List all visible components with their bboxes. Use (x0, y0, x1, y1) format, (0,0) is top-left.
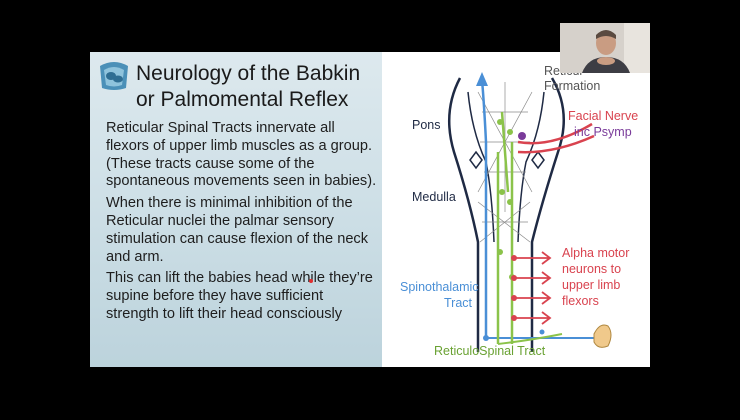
slide-title: Neurology of the Babkin or Palmomental R… (136, 61, 376, 113)
presenter-video-icon (560, 23, 650, 73)
slide-text-panel: Neurology of the Babkin or Palmomental R… (90, 52, 382, 367)
label-pons: Pons (412, 118, 441, 132)
palm-icon (594, 325, 611, 347)
label-alpha-2: neurons to (562, 262, 621, 276)
laser-pointer-dot (309, 279, 313, 283)
label-spinothalamic-2: Tract (444, 296, 472, 310)
brainstem-diagram-svg (382, 52, 650, 367)
label-medulla: Medulla (412, 190, 456, 204)
neuro-diagram: Reticul Formation Pons Medulla Facial Ne… (382, 52, 650, 367)
label-alpha-3: upper limb (562, 278, 620, 292)
bullet-2: When there is minimal inhibition of the … (106, 195, 378, 266)
label-psymp: inc Psymp (574, 125, 632, 139)
presenter-webcam (560, 23, 650, 73)
baby-ultrasound-logo-icon (96, 58, 132, 94)
label-alpha-1: Alpha motor (562, 246, 629, 260)
bullet-3: This can lift the babies head while they… (106, 270, 378, 323)
slide-bullets: Reticular Spinal Tracts innervate all fl… (106, 120, 378, 328)
label-facial-nerve: Facial Nerve (568, 109, 638, 123)
presentation-slide: Neurology of the Babkin or Palmomental R… (90, 52, 650, 367)
label-alpha-4: flexors (562, 294, 599, 308)
bullet-1: Reticular Spinal Tracts innervate all fl… (106, 120, 378, 191)
label-reticular-formation-2: Formation (544, 79, 600, 93)
label-spinothalamic-1: Spinothalamic (400, 280, 479, 294)
label-reticulospinal: ReticuloSpinal Tract (434, 344, 545, 358)
